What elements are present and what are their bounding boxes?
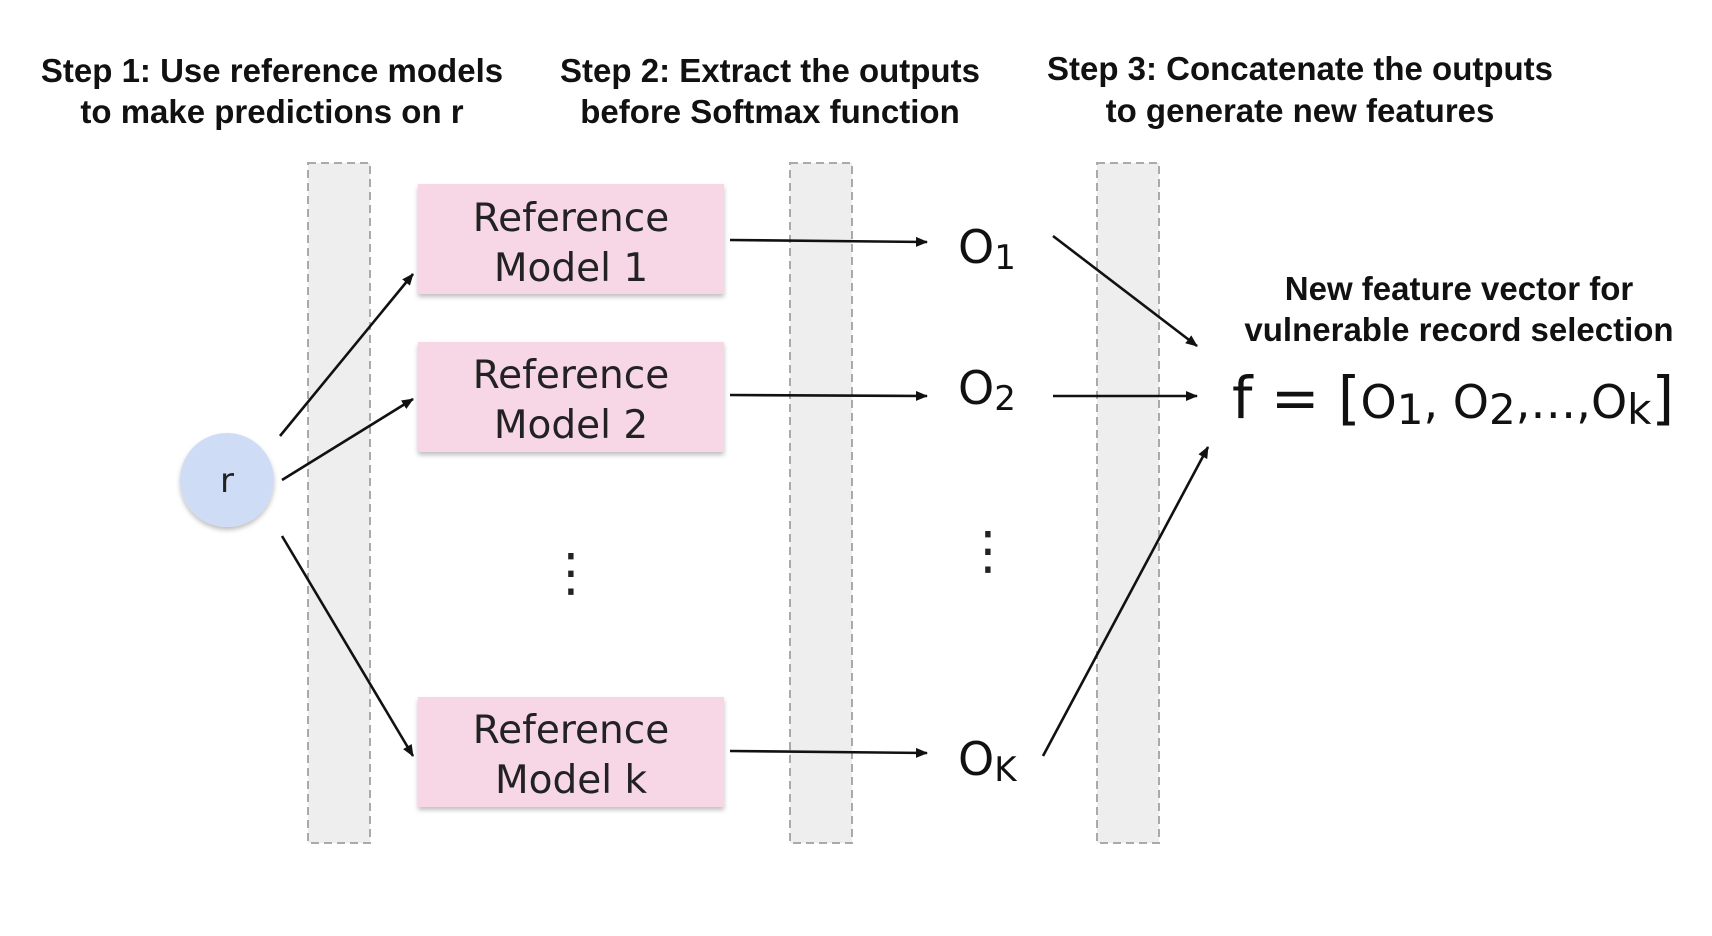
model-2-line2: Model 2 xyxy=(494,403,648,448)
output-o1: O1 xyxy=(958,220,1016,278)
step3-title-line1: Step 3: Concatenate the outputs xyxy=(1047,50,1553,87)
model-box-2: Reference Model 2 xyxy=(418,342,724,452)
edge-r-to-model-k xyxy=(280,535,415,757)
edge-ok-to-f xyxy=(1041,446,1210,757)
edge-r-to-model-1 xyxy=(278,273,415,437)
fv-s1: 1 xyxy=(1397,385,1424,434)
step2-title-line2: before Softmax function xyxy=(580,93,960,130)
models-ellipsis: ⋮ xyxy=(545,543,597,603)
fv-prefix: f = [ xyxy=(1232,364,1361,432)
model-k-line2: Model k xyxy=(495,758,647,803)
edge-o1-to-f xyxy=(1052,234,1198,348)
output-ok-base: O xyxy=(958,732,994,786)
output-ok-sub: K xyxy=(994,750,1018,790)
separator-step1 xyxy=(307,162,371,844)
output-o2-sub: 2 xyxy=(994,379,1016,419)
model-box-k: Reference Model k xyxy=(418,697,724,807)
step2-title-line1: Step 2: Extract the outputs xyxy=(560,52,980,89)
separator-step2 xyxy=(789,162,853,844)
fv-sk: k xyxy=(1627,385,1652,434)
model-2-line1: Reference xyxy=(473,353,669,398)
fv-s2: 2 xyxy=(1489,385,1516,434)
feature-vector-title-line1: New feature vector for xyxy=(1285,270,1634,307)
edge-r-to-model-2 xyxy=(281,397,414,482)
feature-vector-expression: f = [O1, O2,…,Ok] xyxy=(1232,364,1674,434)
edge-model-k-to-ok xyxy=(729,747,928,758)
model-1-line2: Model 1 xyxy=(494,246,648,291)
edge-model-1-to-o1 xyxy=(729,236,928,247)
model-box-1: Reference Model 1 xyxy=(418,184,724,294)
feature-vector-title-line2: vulnerable record selection xyxy=(1244,311,1673,348)
output-o2: O2 xyxy=(958,361,1016,419)
model-k-line1: Reference xyxy=(473,708,669,753)
step1-title-line2: to make predictions on r xyxy=(80,93,463,130)
output-o1-sub: 1 xyxy=(994,238,1016,278)
input-node-label: r xyxy=(220,461,234,501)
output-ok: OK xyxy=(958,732,1018,790)
output-o1-base: O xyxy=(958,220,994,274)
fv-o1: O xyxy=(1361,375,1397,429)
input-node-r xyxy=(180,433,274,527)
fv-o2: O xyxy=(1453,375,1489,429)
output-o2-base: O xyxy=(958,361,994,415)
step1-title-line1: Step 1: Use reference models xyxy=(41,52,503,89)
outputs-ellipsis: ⋮ xyxy=(962,521,1014,581)
fv-suffix: ] xyxy=(1651,364,1674,432)
separator-step3 xyxy=(1096,162,1160,844)
edge-model-2-to-o2 xyxy=(729,390,928,401)
model-1-line1: Reference xyxy=(473,196,669,241)
fv-sep1: , xyxy=(1423,375,1452,429)
step3-title-line2: to generate new features xyxy=(1106,92,1495,129)
fv-ok: O xyxy=(1591,375,1627,429)
fv-sep2: ,…, xyxy=(1516,375,1591,429)
